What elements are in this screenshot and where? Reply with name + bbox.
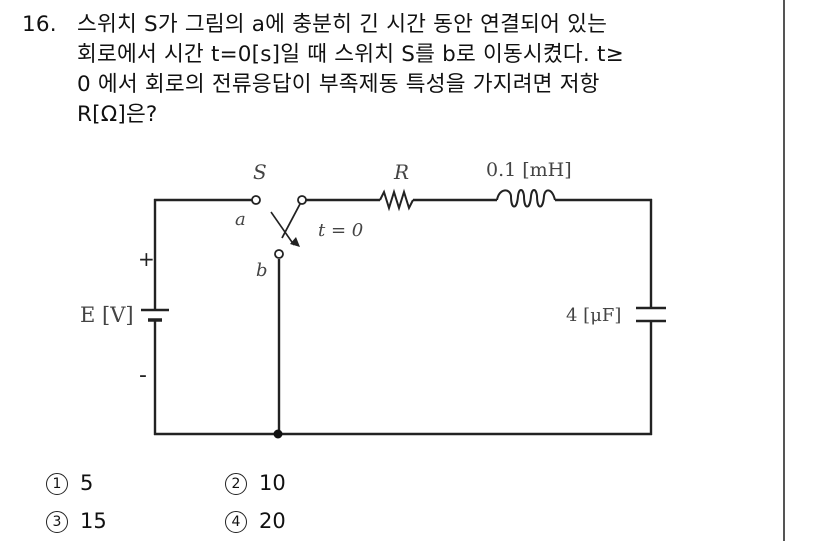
option-4[interactable]: 4 20 <box>225 509 286 533</box>
switch-time-label: t = 0 <box>318 220 363 241</box>
option-marker-3: 3 <box>46 511 68 533</box>
terminal-a <box>251 195 261 205</box>
inductor-label: 0.1 [mH] <box>486 159 572 181</box>
junction-node <box>273 429 283 439</box>
question-text-line-2: 회로에서 시간 t=0[s]일 때 스위치 S를 b로 이동시켰다. t≥ <box>77 42 624 67</box>
option-3[interactable]: 3 15 <box>46 509 107 533</box>
terminal-a-label: a <box>235 209 246 230</box>
inductor-symbol <box>496 189 556 208</box>
capacitor-label: 4 [μF] <box>566 305 621 326</box>
switch-motion-line <box>270 211 295 246</box>
source-label: E [V] <box>80 303 134 327</box>
option-value-4: 20 <box>259 509 286 533</box>
switch-arrow-icon <box>290 237 300 247</box>
switch-pivot-terminal <box>297 195 307 205</box>
option-marker-1: 1 <box>46 473 68 495</box>
plus-sign: + <box>138 247 155 271</box>
option-2[interactable]: 2 10 <box>225 471 286 495</box>
option-marker-2: 2 <box>225 473 247 495</box>
question-text-line-4: R[Ω]은? <box>77 102 158 127</box>
column-divider <box>783 0 785 541</box>
option-value-2: 10 <box>259 471 286 495</box>
terminal-b <box>274 249 284 259</box>
option-value-1: 5 <box>80 471 94 495</box>
resistor-symbol <box>379 188 414 212</box>
question-text-line-1: 스위치 S가 그림의 a에 충분히 긴 시간 동안 연결되어 있는 <box>77 12 608 37</box>
switch-label: S <box>253 160 267 184</box>
option-value-3: 15 <box>80 509 107 533</box>
terminal-b-label: b <box>256 260 268 281</box>
minus-sign: - <box>139 363 147 388</box>
question-text-line-3: 0 에서 회로의 전류응답이 부족제동 특성을 가지려면 저항 <box>77 72 600 97</box>
resistor-label: R <box>393 160 409 184</box>
question-number: 16. <box>22 12 57 37</box>
option-marker-4: 4 <box>225 511 247 533</box>
